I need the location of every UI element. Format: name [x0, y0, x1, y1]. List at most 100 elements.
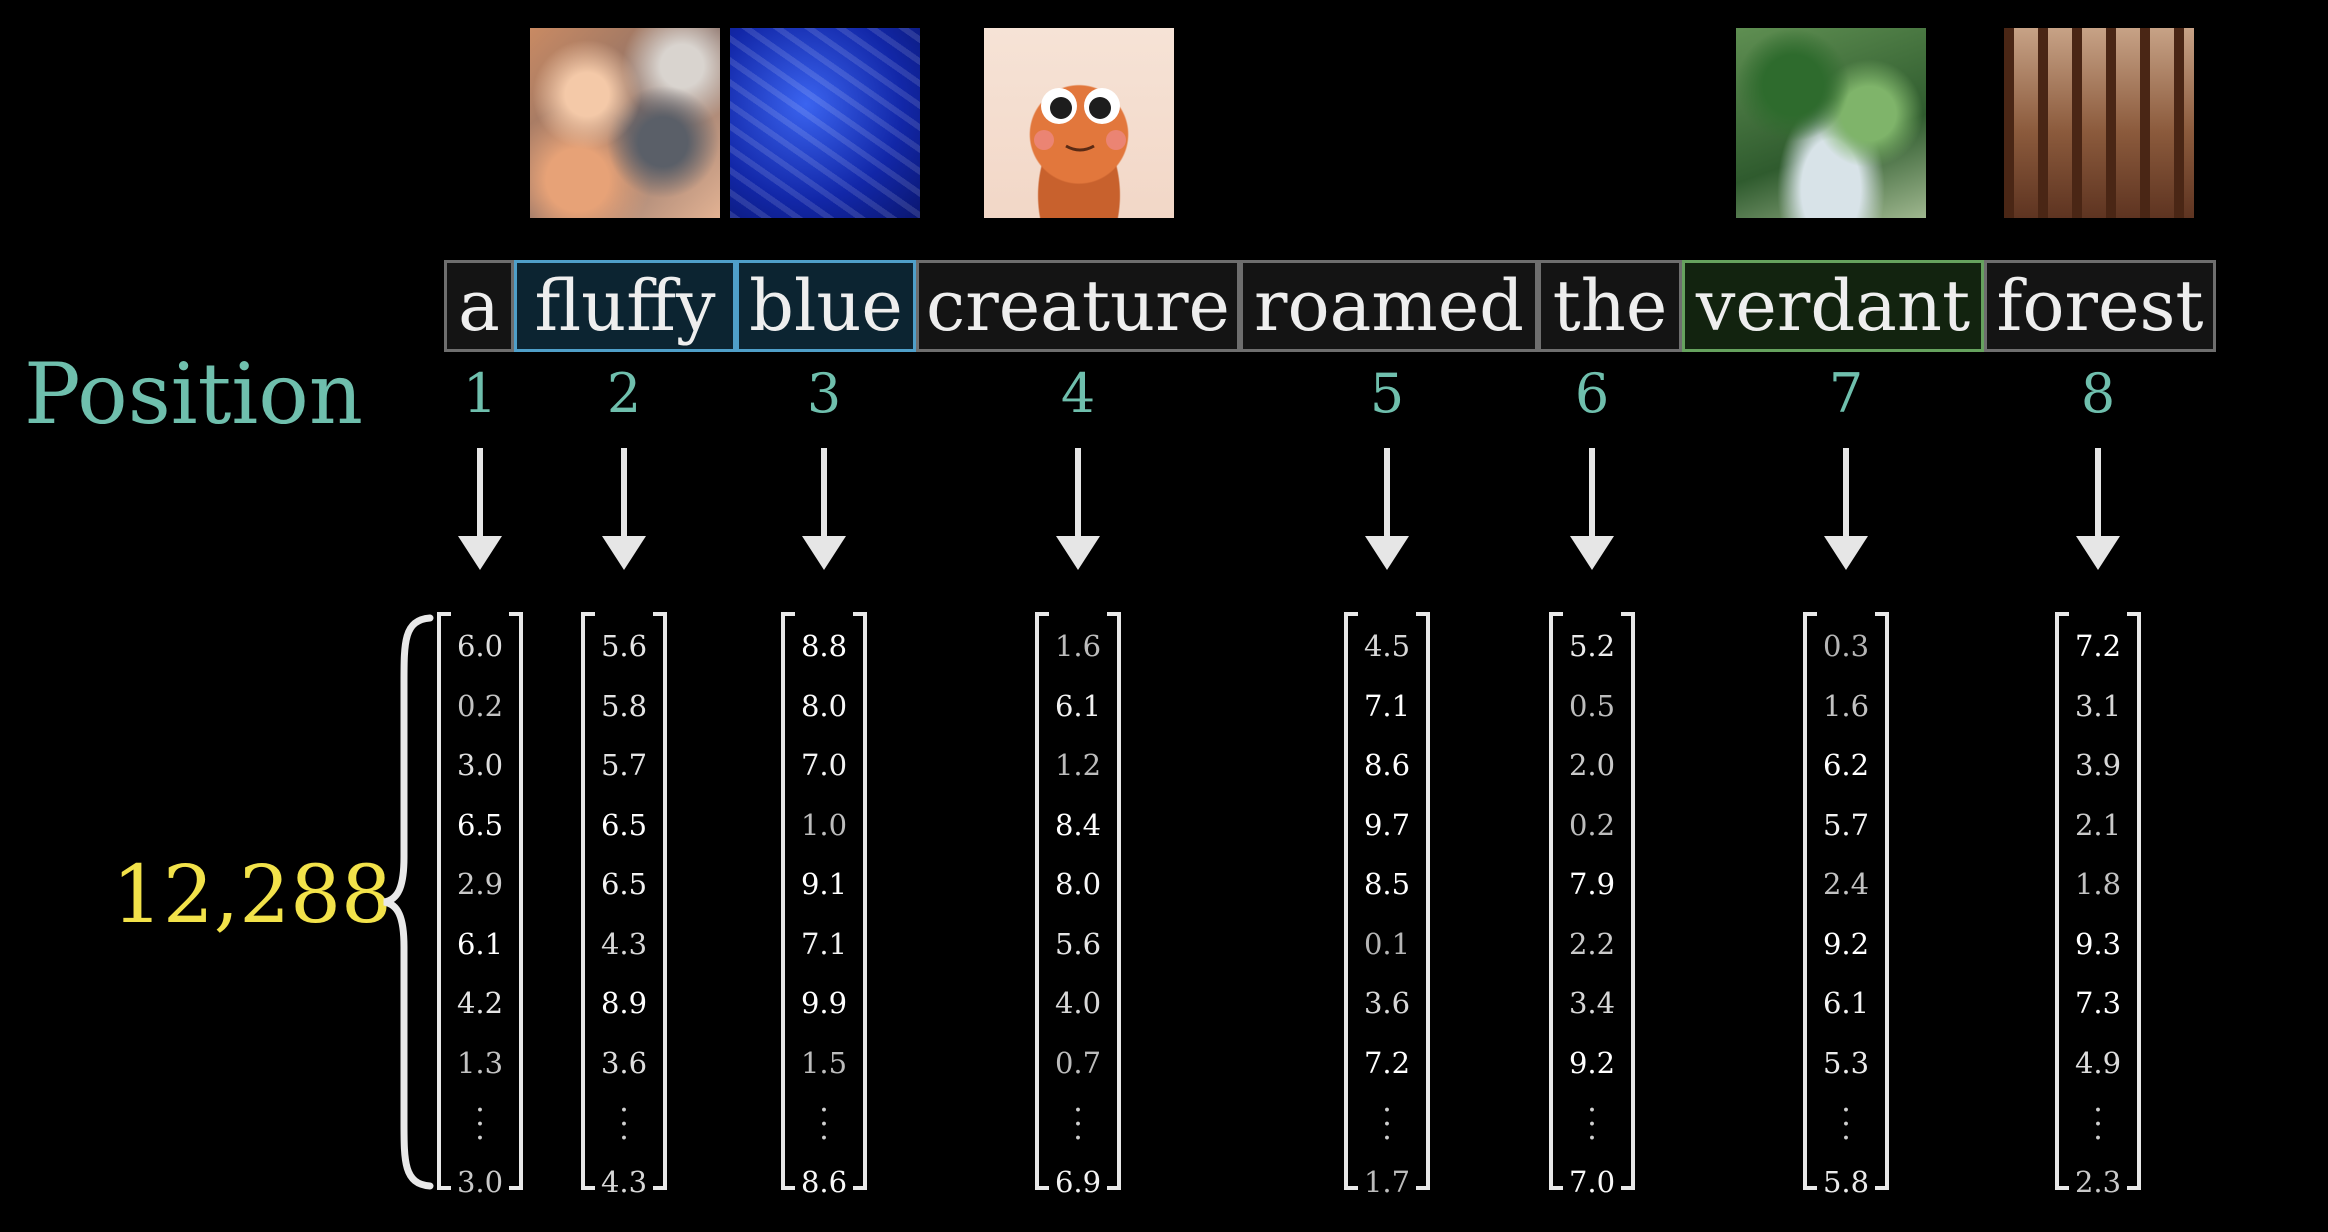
vector-entry: 3.0: [456, 1164, 504, 1199]
vector-entry: 6.1: [456, 926, 504, 961]
vector-entry: 0.2: [456, 688, 504, 723]
creature-image: [984, 28, 1174, 218]
vector-entry: 0.3: [1822, 629, 1870, 663]
right-bracket: [1875, 612, 1889, 1190]
down-arrow-icon: [1365, 448, 1409, 570]
vector-entry: 1.2: [1054, 748, 1102, 782]
vector-entry: 0.1: [1363, 926, 1411, 961]
ellipsis-icon: ···: [619, 1093, 629, 1156]
vector-entry: 2.9: [456, 867, 504, 901]
vector-entry: 6.0: [456, 629, 504, 663]
down-arrow-icon: [1824, 448, 1868, 570]
vector-entry: 7.3: [2074, 986, 2122, 1020]
right-bracket: [1107, 612, 1121, 1190]
vector-entry: 0.2: [1568, 807, 1616, 842]
vector-entry: 6.5: [600, 867, 648, 901]
vector-entry: 9.2: [1822, 926, 1870, 961]
ellipsis-icon: ···: [819, 1093, 829, 1156]
left-bracket: [781, 612, 795, 1190]
blue-texture-image: [730, 28, 920, 218]
vector-entry: 5.6: [600, 629, 648, 663]
position-label: Position: [24, 345, 363, 443]
down-arrow-icon: [1056, 448, 1100, 570]
left-bracket: [1803, 612, 1817, 1190]
vector-entry: 4.5: [1363, 629, 1411, 663]
verdant-forest-image: [1736, 28, 1926, 218]
vector-entry: 4.9: [2074, 1045, 2122, 1080]
position-number: 8: [2080, 362, 2116, 425]
token-a: a: [444, 260, 514, 352]
down-arrow-icon: [458, 448, 502, 570]
right-bracket: [509, 612, 523, 1190]
vector-entry: 4.0: [1054, 986, 1102, 1020]
vector-entry: 3.4: [1568, 986, 1616, 1020]
vector-entry: 9.2: [1568, 1045, 1616, 1080]
right-bracket: [653, 612, 667, 1190]
vector-entry: 4.2: [456, 986, 504, 1020]
vector-entry: 8.6: [800, 1164, 848, 1199]
vector-verdant: 0.3 1.6 6.2 5.7 2.4 9.2 6.1 5.3 5.8 ···: [1803, 612, 1889, 1199]
vector-entry: 2.1: [2074, 807, 2122, 842]
vector-entry: 5.2: [1568, 629, 1616, 663]
vector-entry: 5.3: [1822, 1045, 1870, 1080]
vector-entry: 1.6: [1822, 688, 1870, 723]
vector-entry: 2.3: [2074, 1164, 2122, 1199]
left-bracket: [581, 612, 595, 1190]
token-creature: creature: [916, 260, 1240, 352]
token-blue: blue: [736, 260, 916, 352]
vector-entry: 5.8: [1822, 1164, 1870, 1199]
position-number: 7: [1828, 362, 1864, 425]
vector-entry: 2.0: [1568, 748, 1616, 782]
token-roamed: roamed: [1240, 260, 1538, 352]
down-arrow-icon: [602, 448, 646, 570]
vector-entry: 6.1: [1054, 688, 1102, 723]
vector-entry: 5.8: [600, 688, 648, 723]
left-bracket: [2055, 612, 2069, 1190]
left-bracket: [1549, 612, 1563, 1190]
right-bracket: [1621, 612, 1635, 1190]
vector-entry: 7.0: [1568, 1164, 1616, 1199]
left-bracket: [1344, 612, 1358, 1190]
vector-entry: 9.7: [1363, 807, 1411, 842]
token-verdant: verdant: [1682, 260, 1984, 352]
vector-entry: 7.0: [800, 748, 848, 782]
vector-entry: 1.7: [1363, 1164, 1411, 1199]
vector-entry: 8.0: [800, 688, 848, 723]
vector-entry: 5.7: [1822, 807, 1870, 842]
vector-entry: 8.6: [1363, 748, 1411, 782]
vector-entry: 6.5: [600, 807, 648, 842]
vector-entry: 1.8: [2074, 867, 2122, 901]
vector-entry: 5.6: [1054, 926, 1102, 961]
forest-image: [2004, 28, 2194, 218]
token-fluffy: fluffy: [514, 260, 736, 352]
vector-entry: 3.6: [1363, 986, 1411, 1020]
ellipsis-icon: ···: [1841, 1093, 1851, 1156]
ellipsis-icon: ···: [2093, 1093, 2103, 1156]
vector-entry: 7.9: [1568, 867, 1616, 901]
vector-entry: 2.4: [1822, 867, 1870, 901]
vector-entry: 6.2: [1822, 748, 1870, 782]
ellipsis-icon: ···: [475, 1093, 485, 1156]
vector-entry: 6.9: [1054, 1164, 1102, 1199]
left-bracket: [1035, 612, 1049, 1190]
vector-entry: 3.9: [2074, 748, 2122, 782]
vector-entry: 0.7: [1054, 1045, 1102, 1080]
vector-entry: 3.1: [2074, 688, 2122, 723]
ellipsis-icon: ···: [1382, 1093, 1392, 1156]
ellipsis-icon: ···: [1073, 1093, 1083, 1156]
position-number: 4: [1060, 362, 1096, 425]
vector-entry: 6.1: [1822, 986, 1870, 1020]
vector-entry: 9.3: [2074, 926, 2122, 961]
position-number: 1: [462, 362, 498, 425]
vector-entry: 8.0: [1054, 867, 1102, 901]
down-arrow-icon: [1570, 448, 1614, 570]
left-brace-icon: [383, 614, 434, 1190]
right-bracket: [2127, 612, 2141, 1190]
vector-entry: 6.5: [456, 807, 504, 842]
vector-entry: 0.5: [1568, 688, 1616, 723]
